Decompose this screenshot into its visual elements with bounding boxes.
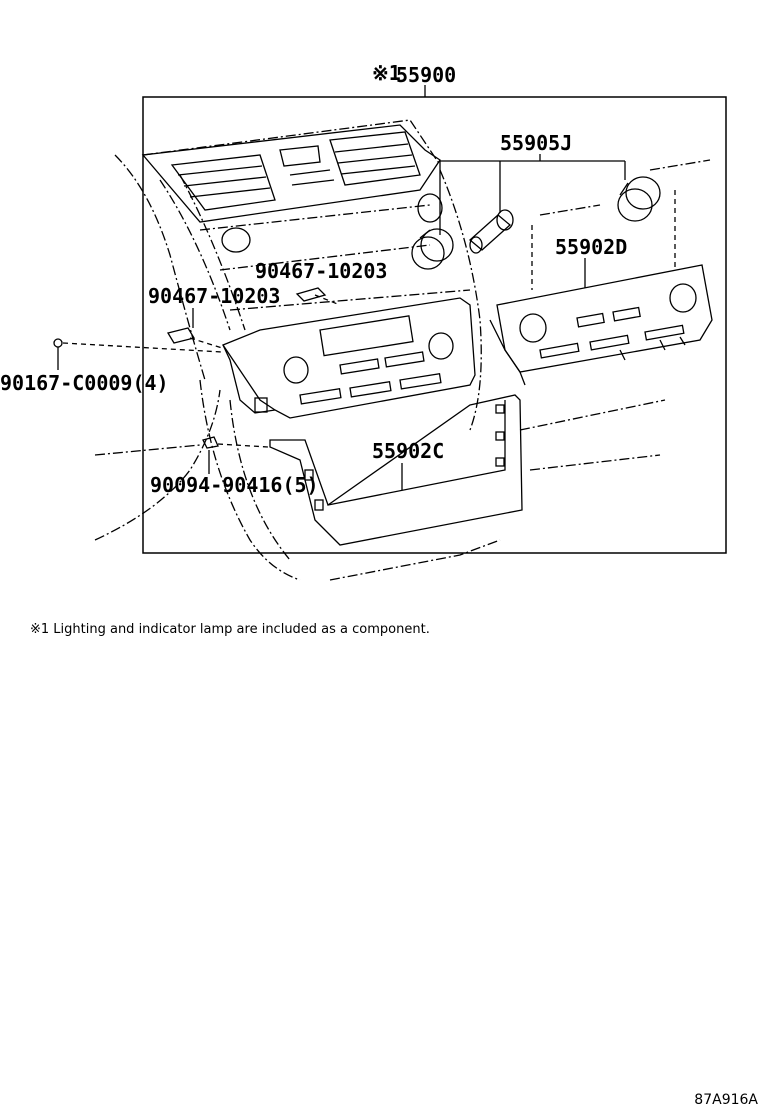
dashboard-outline [94, 119, 711, 581]
assembly-callout: 55900 [396, 63, 456, 87]
screw-part [53, 338, 223, 370]
clip-left-callout: 90467-10203 [148, 284, 280, 308]
parts-diagram: ※1 55900 55905J 55902D 55902C 90467-1020… [0, 61, 727, 581]
knob-leader [439, 154, 626, 235]
lower-bezel [269, 394, 523, 546]
diagram-code: 87A916A [694, 1092, 758, 1108]
assembly-callout-mark: ※1 [372, 61, 401, 85]
clip-upper-part [295, 287, 341, 306]
lower-bezel-callout: 55902C [372, 439, 444, 463]
knob-callout: 55905J [500, 131, 572, 155]
knob-right [617, 176, 661, 222]
screw-callout: 90167-C0009(4) [0, 371, 169, 395]
control-panel [222, 297, 476, 419]
clip-left-part [166, 308, 223, 349]
clip-upper-callout: 90467-10203 [255, 259, 387, 283]
faceplate-d [489, 264, 713, 386]
clip-lower-callout: 90094-90416(5) [150, 473, 319, 497]
air-vents [141, 124, 443, 253]
knob-left [411, 228, 454, 270]
footnote: ※1 Lighting and indicator lamp are inclu… [30, 622, 430, 637]
clip-lower-part [202, 436, 269, 474]
knob-center [469, 209, 514, 254]
assembly-frame [142, 96, 727, 554]
faceplate-d-guides [531, 190, 676, 290]
faceplate-d-callout: 55902D [555, 235, 627, 259]
